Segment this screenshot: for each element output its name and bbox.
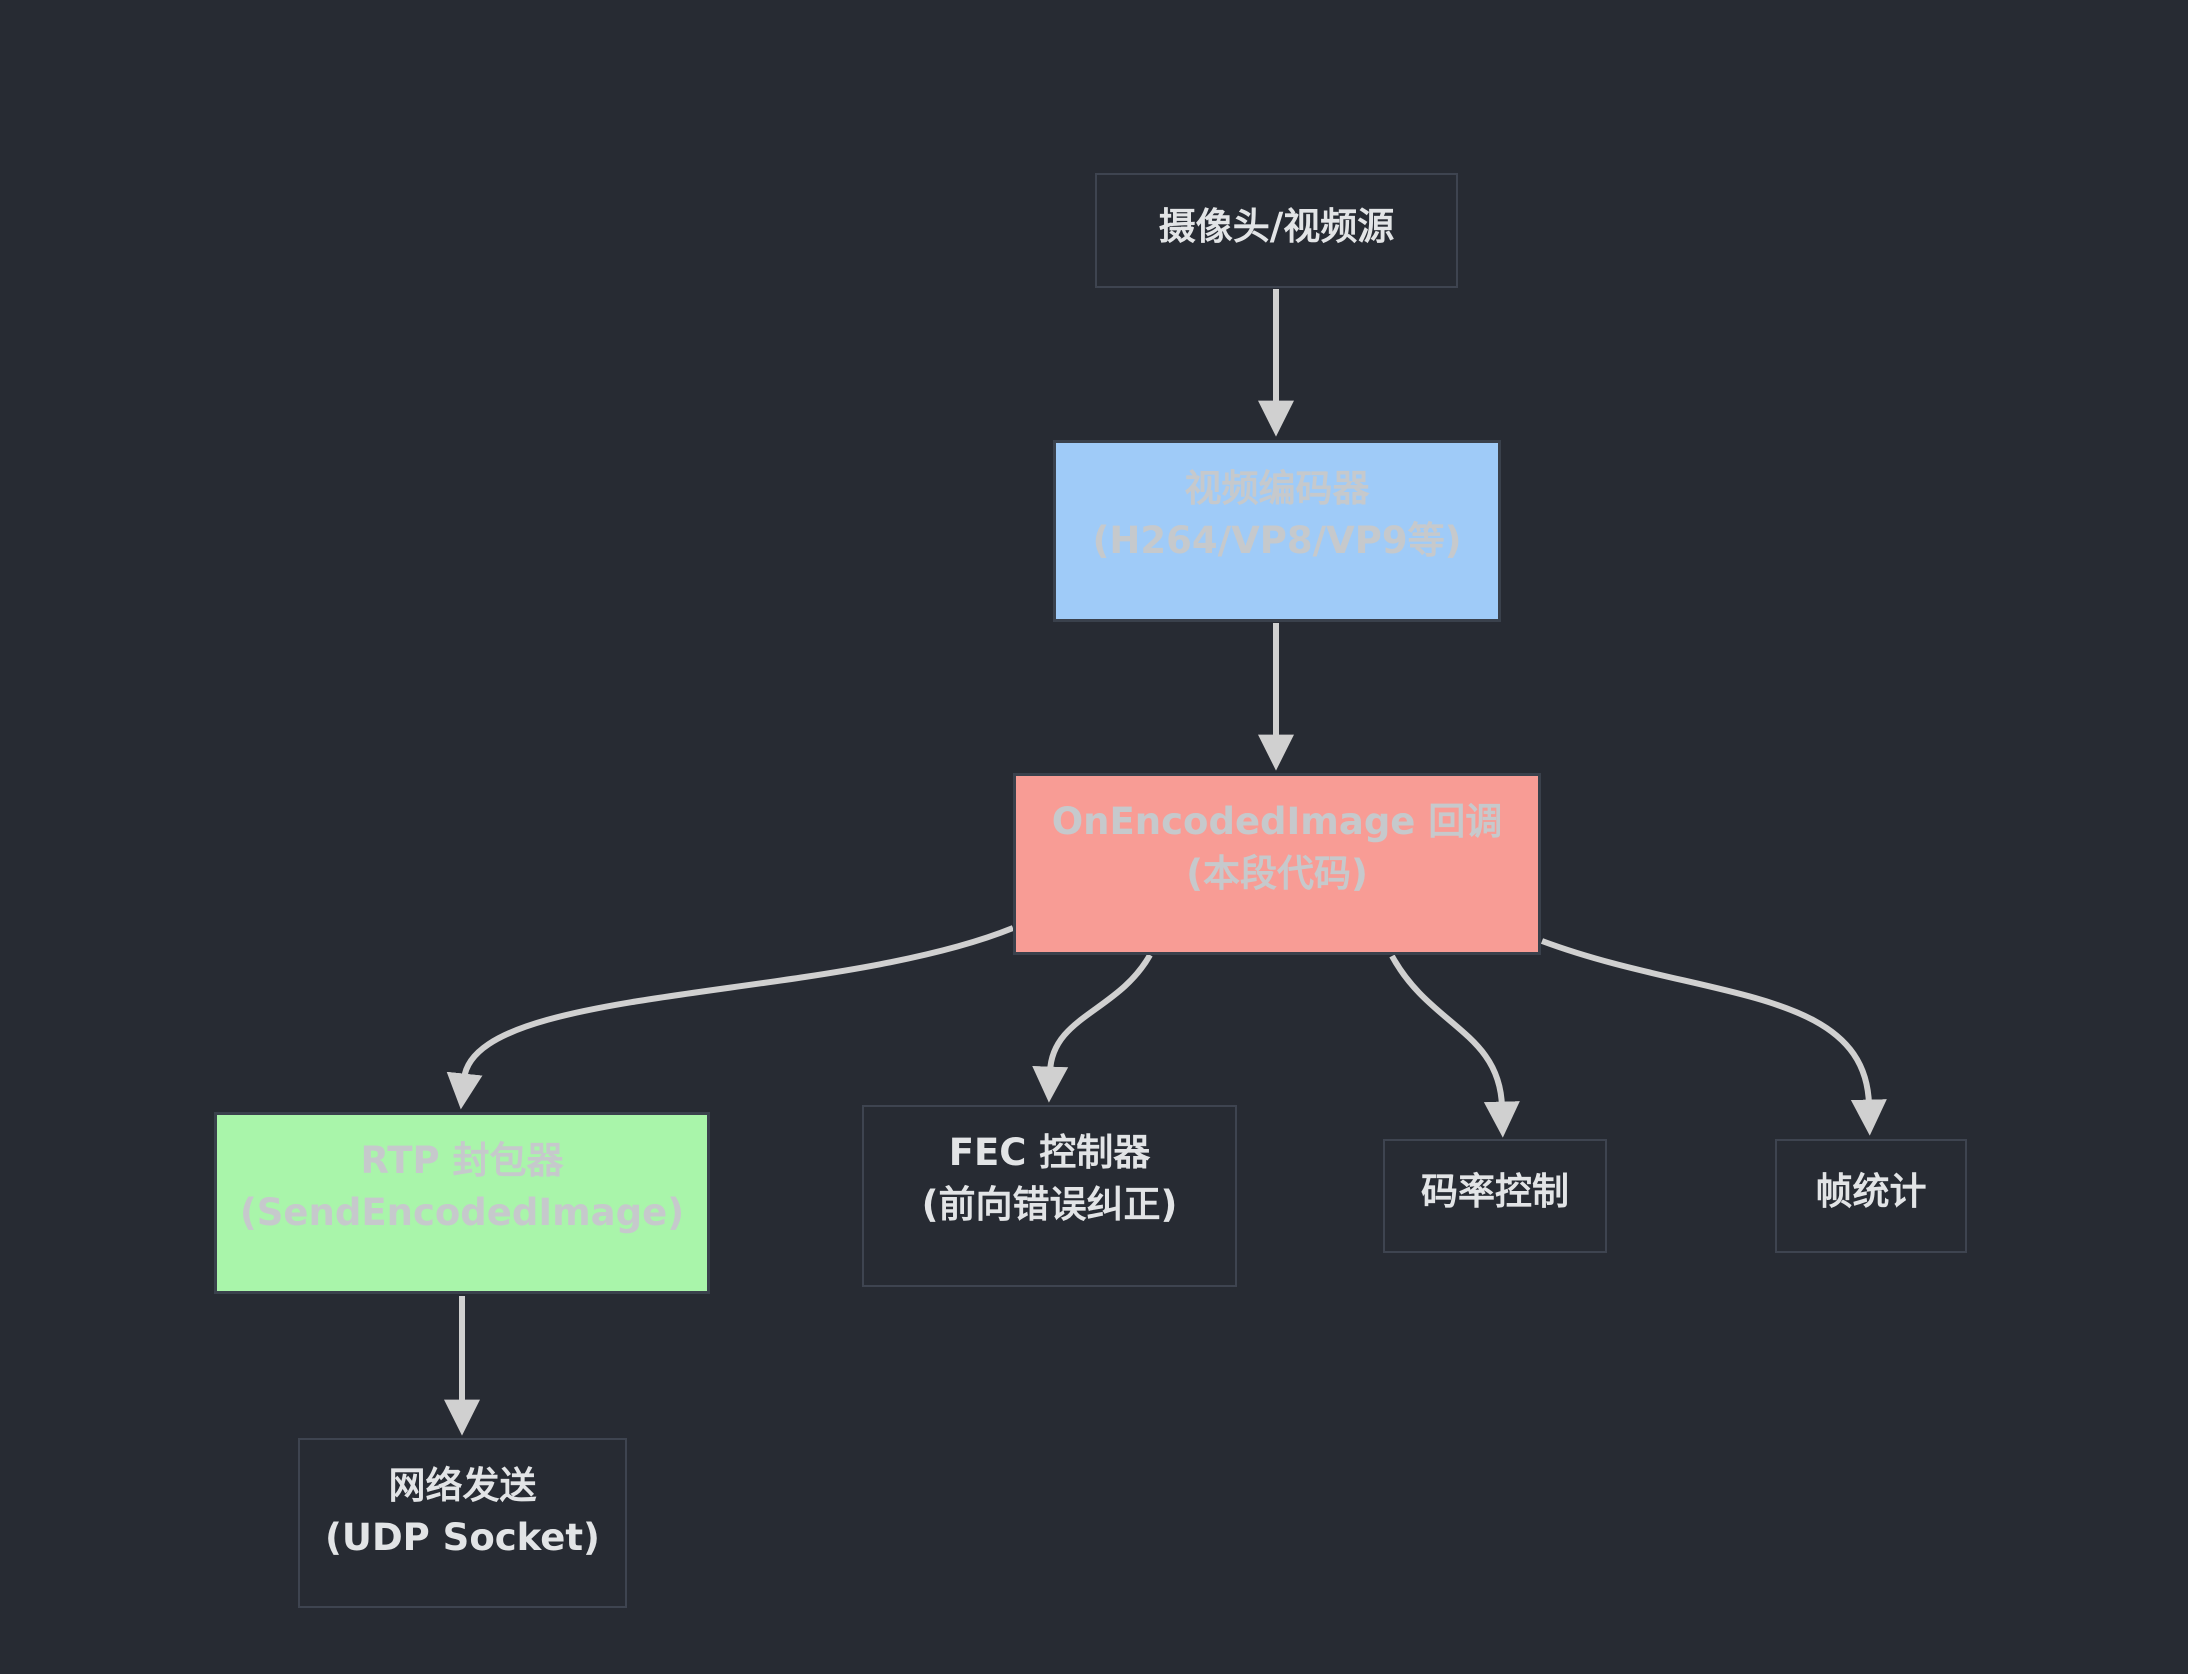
node-encoder-label-line2: (H264/VP8/VP9等) (1092, 519, 1462, 562)
node-bitrate-label: 码率控制 (1421, 1170, 1569, 1213)
node-rtp: RTP 封包器 (SendEncodedImage) (214, 1112, 710, 1294)
node-fec-label-line2: (前向错误纠正) (921, 1183, 1178, 1226)
node-fec-label-line1: FEC 控制器 (948, 1131, 1151, 1174)
node-fec: FEC 控制器 (前向错误纠正) (862, 1105, 1237, 1287)
node-bitrate: 码率控制 (1383, 1139, 1607, 1253)
edge-callback-to-rtp (446, 925, 1015, 1110)
node-callback-label-line2: (本段代码) (1186, 852, 1368, 895)
edge-callback-to-bitrate (1389, 954, 1520, 1138)
node-camera: 摄像头/视频源 (1095, 173, 1458, 288)
node-callback-label-line1: OnEncodedImage 回调 (1051, 800, 1503, 843)
node-rtp-label-line1: RTP 封包器 (360, 1139, 564, 1182)
node-framestats: 帧统计 (1775, 1139, 1967, 1253)
node-callback: OnEncodedImage 回调 (本段代码) (1013, 773, 1541, 955)
node-network: 网络发送 (UDP Socket) (298, 1438, 627, 1608)
node-framestats-label: 帧统计 (1815, 1170, 1927, 1213)
node-network-label-line2: (UDP Socket) (325, 1516, 600, 1559)
edge-callback-to-fec (1032, 953, 1153, 1103)
node-encoder: 视频编码器 (H264/VP8/VP9等) (1053, 440, 1501, 622)
node-camera-label: 摄像头/视频源 (1158, 204, 1395, 248)
edge-callback-to-framestats (1540, 938, 1887, 1136)
node-encoder-label-line1: 视频编码器 (1184, 467, 1370, 510)
node-network-label-line1: 网络发送 (388, 1464, 537, 1507)
node-rtp-label-line2: (SendEncodedImage) (239, 1191, 685, 1234)
